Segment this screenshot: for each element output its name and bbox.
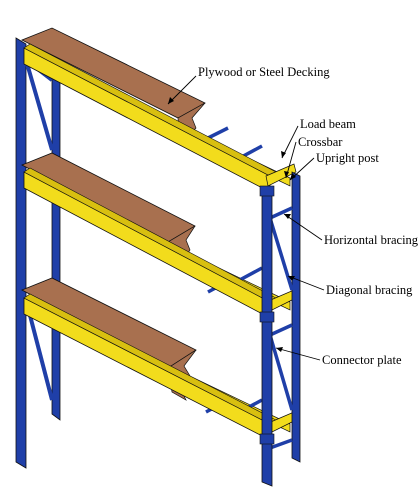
upright-post-rear <box>291 171 301 463</box>
label-connector-plate: Connector plate <box>322 353 402 367</box>
label-horizontal-bracing: Horizontal bracing <box>324 233 419 247</box>
back-frame-bracing <box>24 58 54 401</box>
shelf-level-bottom <box>21 277 297 441</box>
label-decking: Plywood or Steel Decking <box>198 65 330 79</box>
label-upright-post: Upright post <box>316 151 379 165</box>
front-right-frame <box>259 171 301 487</box>
shelf-level-middle <box>21 152 297 319</box>
back-rear-upright <box>51 59 61 421</box>
callout-arrowheads <box>168 97 296 352</box>
front-load-beam <box>23 297 271 441</box>
front-load-beam-top <box>23 293 277 425</box>
back-front-upright <box>15 37 27 469</box>
shelf-level-top <box>21 27 297 193</box>
connector-plates <box>259 185 275 445</box>
label-load-beam: Load beam <box>300 117 356 131</box>
back-left-frame <box>15 37 61 469</box>
label-diagonal-bracing: Diagonal bracing <box>326 283 413 297</box>
front-load-beam-top <box>23 43 277 177</box>
front-load-beam-top <box>23 167 277 303</box>
front-frame-bracing <box>268 206 294 450</box>
label-crossbar: Crossbar <box>298 135 343 149</box>
